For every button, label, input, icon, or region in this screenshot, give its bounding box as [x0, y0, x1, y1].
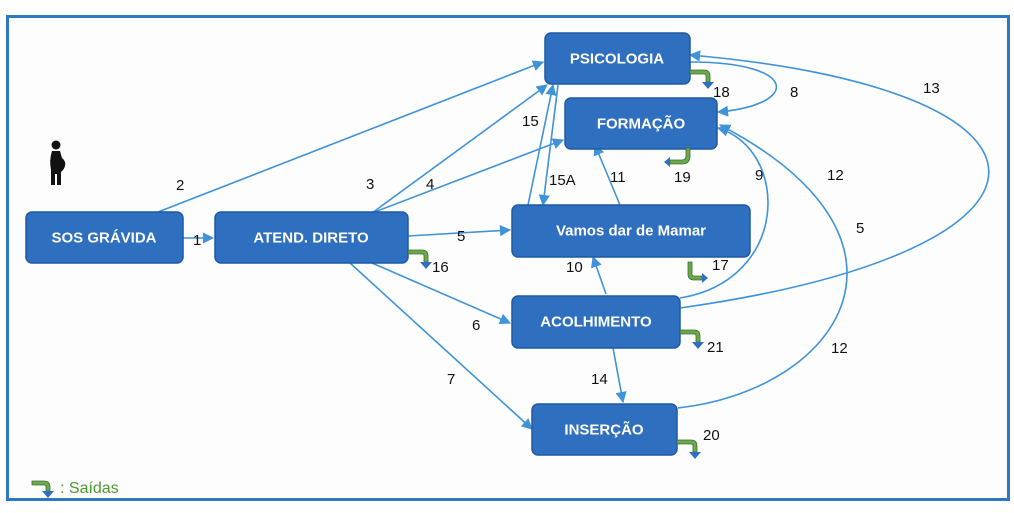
node-atend-direto: ATEND. DIRETO	[214, 211, 409, 264]
edge-label-6: 6	[472, 317, 480, 334]
node-label: ACOLHIMENTO	[540, 314, 652, 331]
exit-label-20: 20	[703, 427, 720, 444]
edge-label-7: 7	[447, 371, 455, 388]
node-psicologia: PSICOLOGIA	[544, 32, 691, 85]
edge-7	[349, 262, 533, 430]
edge-15a	[538, 84, 559, 207]
legend: : Saídas	[30, 478, 119, 500]
edge-11	[593, 143, 621, 206]
edge-label-10: 10	[566, 259, 583, 276]
edge-14	[612, 347, 627, 404]
exit-arrow-icon	[687, 261, 708, 283]
edge-label-5: 5	[457, 228, 465, 245]
node-label: FORMAÇÃO	[597, 115, 686, 133]
edge-label-8: 8	[790, 84, 798, 101]
edge-label-3: 3	[366, 176, 374, 193]
node-insercao: INSERÇÃO	[531, 403, 678, 456]
edge-label-1: 1	[193, 232, 201, 249]
legend-label: : Saídas	[60, 480, 119, 497]
exit-label-18: 18	[713, 84, 730, 101]
exit-arrow-icon	[407, 249, 432, 269]
edge-label-15: 15	[522, 113, 539, 130]
edge-label-14: 14	[591, 371, 608, 388]
node-label: SOS GRÁVIDA	[51, 230, 156, 247]
exit-label-17: 17	[712, 257, 729, 274]
edge-labels: 1 2 3 4 5 5 6 7 8 9 10 11 12 12 13 14 15…	[176, 80, 940, 444]
edge-label-11: 11	[610, 169, 626, 186]
edge-8	[689, 61, 777, 117]
edge-13	[679, 50, 990, 309]
exit-arrow-icon	[679, 329, 704, 349]
edge-label-9: 9	[755, 167, 763, 184]
node-acolhimento: ACOLHIMENTO	[511, 295, 681, 349]
edge-label-4: 4	[426, 176, 434, 193]
exit-arrow-icon	[664, 147, 691, 167]
exit-arrow-icon	[31, 480, 54, 498]
edge-label-12b: 12	[831, 340, 848, 357]
exit-arrow-icon	[676, 439, 701, 459]
node-vamos-dar-de-mamar: Vamos dar de Mamar	[511, 204, 751, 258]
edges	[157, 50, 990, 430]
pregnant-woman-icon	[50, 140, 66, 185]
exit-arrow-icon	[689, 69, 714, 89]
edge-label-15a: 15A	[549, 172, 576, 189]
edge-10	[591, 255, 607, 295]
edge-label-5b: 5	[856, 220, 864, 237]
node-label: INSERÇÃO	[564, 421, 644, 439]
edge-label-2: 2	[176, 177, 184, 194]
edge-9	[679, 125, 769, 299]
node-formacao: FORMAÇÃO	[564, 97, 718, 150]
node-sos-gravida: SOS GRÁVIDA	[25, 211, 184, 264]
exit-label-19: 19	[674, 169, 691, 186]
edge-6	[371, 262, 512, 325]
edge-3	[371, 84, 548, 214]
edge-12	[677, 124, 848, 409]
node-label: Vamos dar de Mamar	[556, 223, 706, 240]
exit-label-21: 21	[707, 339, 724, 356]
node-label: ATEND. DIRETO	[253, 230, 369, 247]
edge-label-12a: 12	[827, 167, 844, 184]
exit-arrows	[407, 69, 714, 459]
edge-5	[407, 225, 512, 237]
edge-15	[527, 83, 557, 206]
node-label: PSICOLOGIA	[570, 51, 664, 68]
edge-4	[371, 138, 565, 214]
edge-label-13: 13	[923, 80, 940, 97]
exit-label-16: 16	[432, 259, 449, 276]
edge-2	[157, 60, 545, 213]
